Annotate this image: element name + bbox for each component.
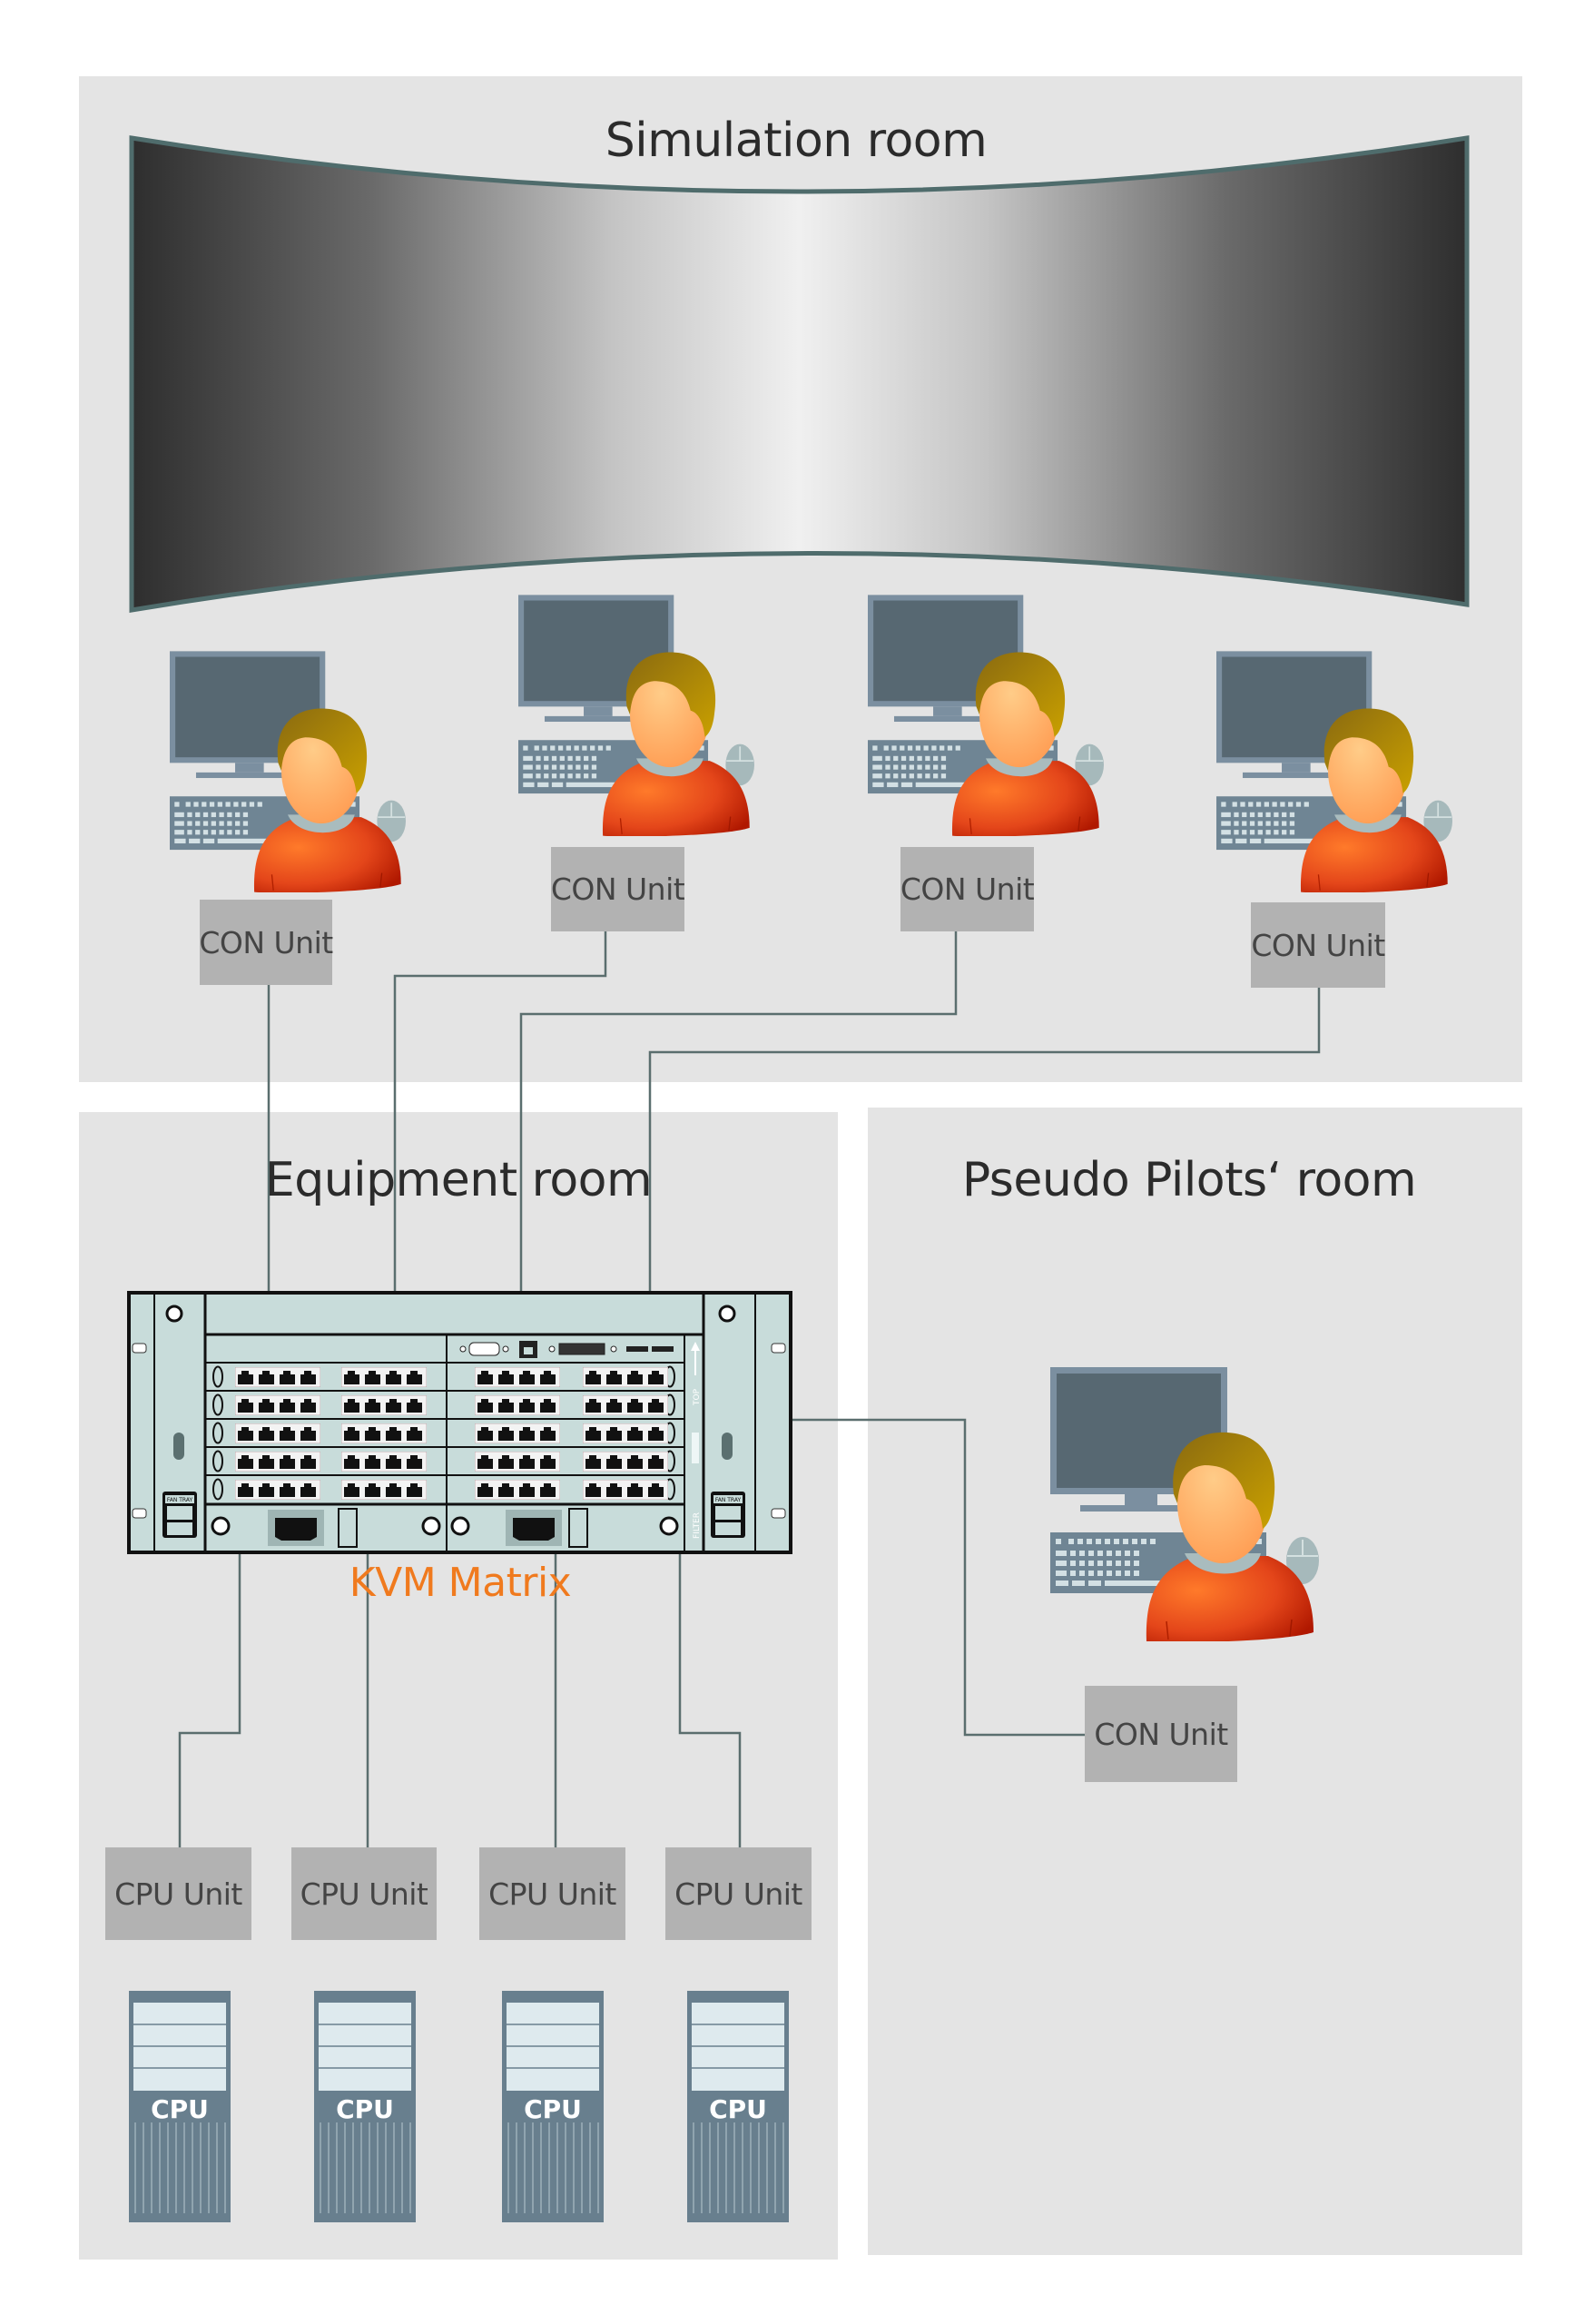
- fan-tray-right: [711, 1492, 745, 1538]
- kvm-matrix-label: KVM Matrix: [349, 1560, 572, 1606]
- kvm-port-row: [205, 1446, 684, 1472]
- workstation-4: [1216, 651, 1452, 892]
- rj45-port-group: [235, 1452, 320, 1472]
- cable-kvm-cpu4: [678, 1552, 742, 1847]
- rj45-port-group: [475, 1423, 560, 1443]
- rj45-port-group: [583, 1423, 668, 1443]
- rj45-port-group: [583, 1367, 668, 1387]
- kvm-io-connectors: [459, 1341, 674, 1358]
- fan-tray-left-label: FAN TRAY: [167, 1497, 193, 1503]
- rj45-port-group: [341, 1480, 427, 1500]
- rj45-port-group: [475, 1452, 560, 1472]
- con-unit-1: CON Unit: [199, 900, 333, 985]
- con-unit-2: CON Unit: [551, 847, 685, 931]
- kvm-filter-label: FILTER: [693, 1512, 702, 1539]
- rj45-port-group: [341, 1395, 427, 1415]
- workstation-pseudo-pilot: [1050, 1367, 1319, 1641]
- cpu-unit-3: CPU Unit: [479, 1847, 625, 1940]
- cable-con2-kvm: [393, 931, 607, 1293]
- workstation-2: [518, 595, 754, 836]
- rj45-port-group: [235, 1367, 320, 1387]
- rj45-port-group: [341, 1367, 427, 1387]
- rj45-port-group: [341, 1423, 427, 1443]
- workstation-1: [170, 651, 406, 892]
- card-latch: [212, 1450, 223, 1472]
- kvm-port-row: [205, 1474, 684, 1501]
- rj45-port-group: [583, 1480, 668, 1500]
- kvm-port-row: [205, 1390, 684, 1416]
- kvm-matrix: [127, 1291, 792, 1554]
- con-unit-pseudo-pilot: CON Unit: [1085, 1686, 1237, 1782]
- equipment-room-title: Equipment room: [264, 1153, 653, 1207]
- rj45-port-group: [475, 1480, 560, 1500]
- simulation-room-title: Simulation room: [605, 113, 988, 168]
- kvm-power-supply-right: [450, 1508, 679, 1548]
- rj45-port-group: [235, 1423, 320, 1443]
- fan-tray-left: [162, 1492, 197, 1538]
- card-latch: [212, 1478, 223, 1501]
- rj45-port-group: [235, 1480, 320, 1500]
- cable-kvm-cpu1: [178, 1552, 241, 1847]
- cpu-label-3: CPU: [524, 2094, 582, 2124]
- rj45-port-group: [583, 1395, 668, 1415]
- cable-con4-kvm: [648, 988, 1321, 1293]
- con-unit-3: CON Unit: [900, 847, 1035, 931]
- fan-tray-right-label: FAN TRAY: [715, 1497, 742, 1503]
- kvm-port-row: [212, 1365, 675, 1388]
- cpu-label-1: CPU: [151, 2094, 209, 2124]
- rj45-port-group: [341, 1452, 427, 1472]
- cable-kvm-pseudo-con: [791, 1418, 1085, 1737]
- rj45-port-group: [583, 1452, 668, 1472]
- rj45-port-group: [235, 1395, 320, 1415]
- cpu-label-2: CPU: [336, 2094, 394, 2124]
- pseudo-pilots-room: [868, 1108, 1522, 2255]
- curved-projection-screen: [129, 135, 1470, 613]
- card-latch: [212, 1365, 223, 1388]
- cables: [178, 931, 1321, 1847]
- rj45-port-group: [475, 1367, 560, 1387]
- card-latch: [212, 1422, 223, 1444]
- cable-con3-kvm: [519, 931, 958, 1293]
- kvm-port-rows: [205, 1365, 684, 1501]
- cpu-unit-1: CPU Unit: [105, 1847, 251, 1940]
- kvm-power-supply-left: [211, 1508, 441, 1548]
- kvm-filter-top-label: TOP: [693, 1388, 702, 1406]
- rj45-port-group: [475, 1395, 560, 1415]
- con-unit-4: CON Unit: [1251, 902, 1385, 988]
- cpu-unit-4: CPU Unit: [665, 1847, 812, 1940]
- cpu-unit-2: CPU Unit: [291, 1847, 437, 1940]
- workstation-3: [868, 595, 1104, 836]
- cpu-label-4: CPU: [709, 2094, 767, 2124]
- kvm-port-row: [205, 1418, 684, 1444]
- card-latch: [212, 1393, 223, 1416]
- pseudo-pilots-room-title: Pseudo Pilots‘ room: [961, 1153, 1417, 1207]
